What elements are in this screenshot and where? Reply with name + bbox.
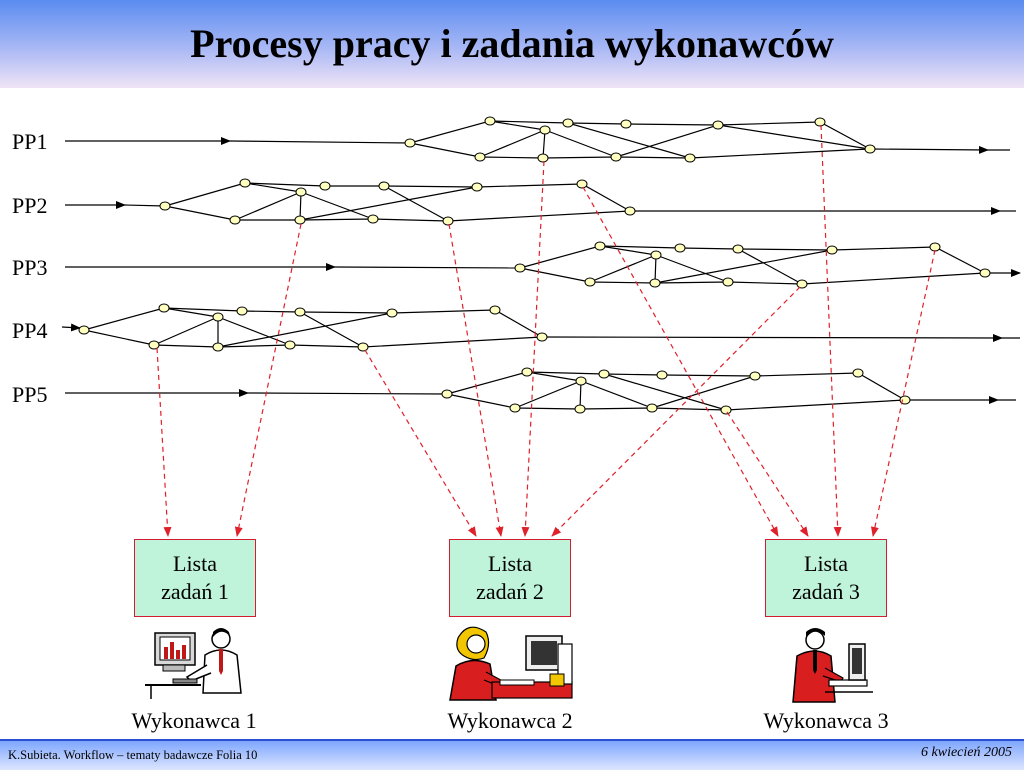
slide-title: Procesy pracy i zadania wykonawców (190, 21, 834, 66)
task-list-2: Lista zadań 2 (449, 539, 571, 617)
worker-label-2: Wykonawca 2 (447, 708, 573, 733)
assignment-arrows (156, 124, 936, 537)
process-label-pp1: PP1 (12, 129, 48, 154)
man-at-computer-icon (145, 628, 242, 699)
process-label-pp4: PP4 (12, 318, 48, 343)
task-list-2-line1: Lista (488, 551, 532, 576)
task-list-3: Lista zadań 3 (765, 539, 887, 617)
process-flow-pp5 (65, 371, 1016, 411)
woman-at-computer-icon (449, 626, 573, 701)
process-label-pp5: PP5 (12, 382, 48, 407)
process-nodes-pp4 (78, 303, 548, 352)
process-label-pp3: PP3 (12, 255, 48, 280)
task-list-2-line2: zadań 2 (476, 579, 544, 604)
process-nodes-pp2 (159, 178, 636, 226)
worker-label-1: Wykonawca 1 (131, 708, 257, 733)
process-label-pp2: PP2 (12, 193, 48, 218)
task-list-1-line2: zadań 1 (161, 579, 229, 604)
title-bar: Procesy pracy i zadania wykonawców (0, 0, 1024, 88)
footer-date: 6 kwiecień 2005 (921, 745, 1012, 760)
process-flow-pp3 (65, 245, 1021, 285)
process-nodes-pp3 (514, 241, 991, 289)
footer-author: K.Subieta. Workflow – tematy badawcze Fo… (8, 748, 258, 762)
task-list-3-line2: zadań 3 (792, 579, 860, 604)
process-flow-pp2 (65, 182, 1016, 222)
worker-label-3: Wykonawca 3 (763, 708, 889, 733)
task-list-1-line1: Lista (173, 551, 217, 576)
process-nodes-pp1 (404, 116, 876, 163)
footer-bar: K.Subieta. Workflow – tematy badawcze Fo… (0, 739, 1024, 770)
task-list-3-line1: Lista (804, 551, 848, 576)
man-at-computer-icon (792, 628, 873, 703)
task-list-1: Lista zadań 1 (134, 539, 256, 617)
process-flow-pp1 (65, 120, 1010, 159)
process-nodes-pp5 (441, 367, 911, 415)
